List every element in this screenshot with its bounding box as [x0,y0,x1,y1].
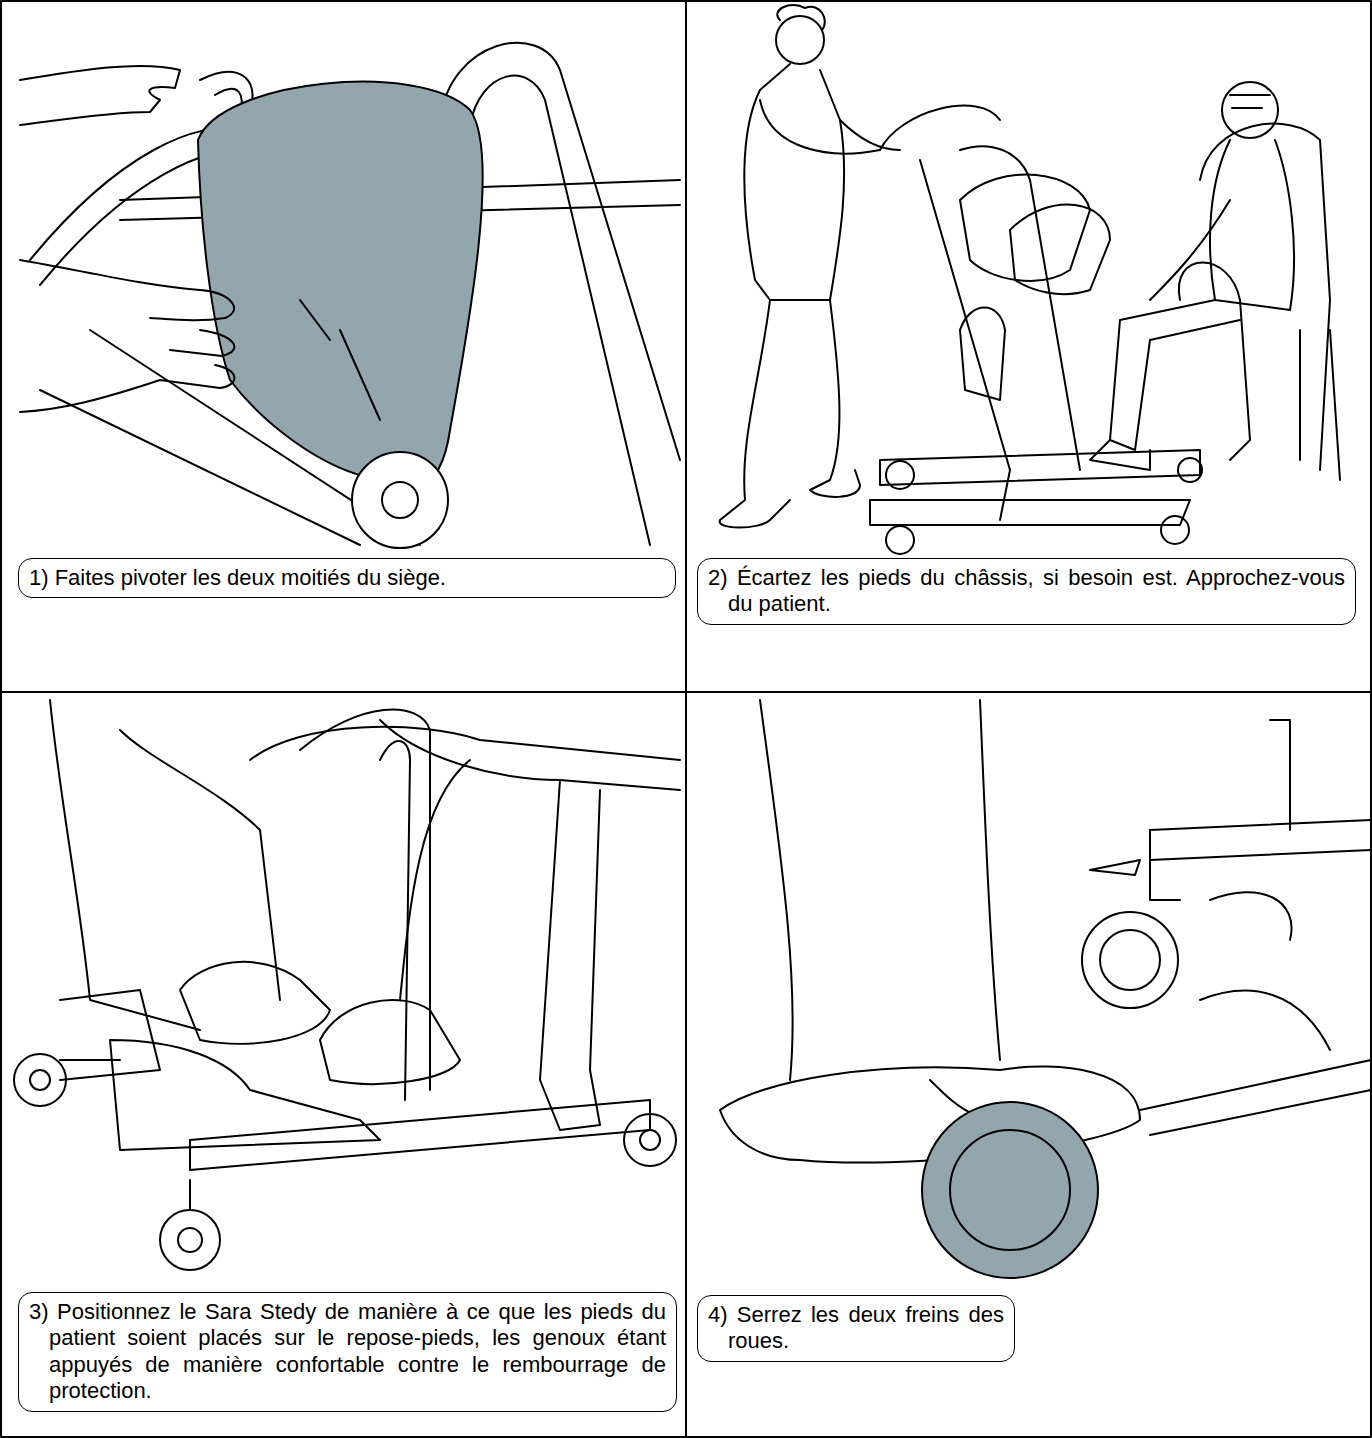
caption-text: 4) Serrez les deux freins des roues. [708,1302,1004,1355]
panel-divider [1,691,1371,693]
caption-box: 1) Faites pivoter les deux moitiés du si… [18,558,676,598]
caption-text: 2) Écartez les pieds du châssis, si beso… [708,565,1345,618]
caption-box: 4) Serrez les deux freins des roues. [697,1295,1015,1362]
panel-divider [685,1,687,1437]
caption-text: 3) Positionnez le Sara Stedy de manière … [29,1299,666,1405]
caption-box: 3) Positionnez le Sara Stedy de manière … [18,1292,677,1412]
brake-illustration [720,700,1371,1278]
caption-box: 2) Écartez les pieds du châssis, si beso… [697,558,1356,625]
positioning-illustration [14,700,680,1270]
caption-text: 1) Faites pivoter les deux moitiés du si… [29,565,665,591]
seat-illustration [20,43,680,548]
approach-illustration [720,5,1340,554]
